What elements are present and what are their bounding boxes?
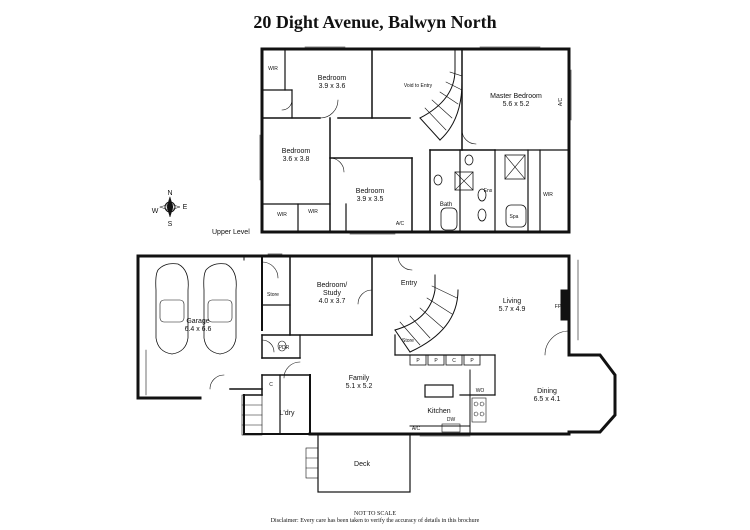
living-dims: 5.7 x 4.9 [499, 306, 526, 313]
spa-label: Spa [510, 214, 519, 220]
pdr-label: PDR [279, 345, 290, 351]
wall-oven-label: WO [476, 388, 485, 394]
pantry-label-2: P [434, 358, 438, 364]
upper-bedroom-2-dims: 3.6 x 3.8 [283, 156, 310, 163]
master-bedroom-name: Master Bedroom [490, 93, 542, 100]
garage-dims: 6.4 x 6.6 [185, 326, 212, 333]
deck-label: Deck [354, 461, 370, 468]
ens-label: Ens [484, 188, 493, 194]
store-label-2: Store [402, 338, 414, 344]
store-label-1: Store [267, 292, 279, 298]
plan-title: 20 Dight Avenue, Balwyn North [253, 12, 497, 32]
void-to-entry-label: Void to Entry [404, 83, 433, 89]
upper-bedroom-1-name: Bedroom [318, 75, 347, 82]
cupboard-label: C [452, 358, 456, 364]
dining-dims: 6.5 x 4.1 [534, 396, 561, 403]
upper-bedroom-1-dims: 3.9 x 3.6 [319, 83, 346, 90]
compass-rose [159, 196, 181, 218]
entry-label: Entry [401, 280, 418, 287]
ground-level-walls [136, 253, 617, 493]
compass-w: W [152, 208, 159, 215]
wir-label-2: WIR [277, 212, 287, 218]
not-to-scale-note: NOT TO SCALE [353, 511, 396, 517]
compass-e: E [183, 204, 188, 211]
ac-label-ground: A/C [412, 426, 421, 432]
study-dims: 4.0 x 3.7 [319, 298, 346, 305]
compass-s: S [168, 221, 173, 228]
upper-bedroom-2-name: Bedroom [282, 148, 311, 155]
garage-name: Garage [186, 318, 209, 325]
study-name-2: Study [323, 290, 341, 297]
living-name: Living [503, 298, 521, 305]
compass-n: N [167, 190, 172, 197]
master-bedroom-dims: 5.6 x 5.2 [503, 101, 530, 108]
disclaimer-text: Disclaimer: Every care has been taken to… [270, 518, 480, 524]
kitchen-label: Kitchen [427, 408, 450, 415]
pantry-label-1: P [416, 358, 420, 364]
family-name: Family [349, 375, 370, 382]
family-dims: 5.1 x 5.2 [346, 383, 373, 390]
wir-label-3: WIR [308, 209, 318, 215]
study-name: Bedroom/ [317, 282, 347, 289]
upper-bedroom-3-dims: 3.9 x 3.5 [357, 196, 384, 203]
ac-label-master: A/C [558, 97, 564, 106]
ac-label-upper: A/C [396, 221, 405, 227]
wir-label-4: WIR [543, 192, 553, 198]
laundry-label: L'dry [280, 410, 295, 417]
upper-level-walls [259, 46, 572, 235]
fp-label: FP [555, 304, 562, 310]
bath-label: Bath [440, 202, 452, 208]
dishwasher-label: DW [447, 417, 456, 423]
upper-bedroom-3-name: Bedroom [356, 188, 385, 195]
upper-level-label: Upper Level [212, 229, 250, 236]
pantry-label-3: P [470, 358, 474, 364]
cupboard-label-ldry: C [269, 382, 273, 388]
wir-label-1: WIR [268, 66, 278, 72]
dining-name: Dining [537, 388, 557, 395]
